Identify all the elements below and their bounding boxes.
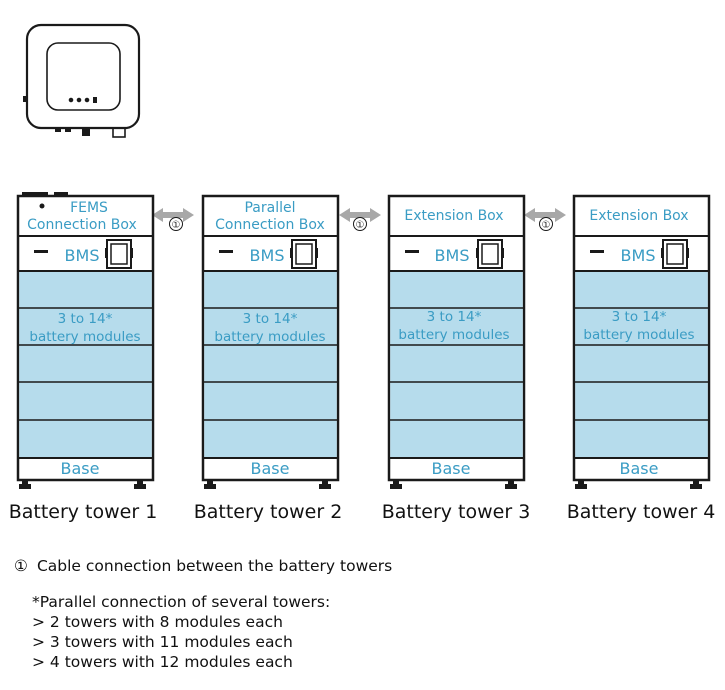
bms-display-icon — [105, 239, 133, 269]
modules-label-line2: battery modules — [214, 329, 325, 345]
battery-modules — [19, 272, 152, 458]
bms-display-icon — [290, 239, 318, 269]
svg-text:①: ① — [356, 220, 365, 231]
top-box-label: Extension Box — [589, 208, 688, 224]
bms-label: BMS — [621, 246, 656, 265]
base-label: Base — [251, 459, 290, 478]
tower-feet — [204, 480, 331, 489]
tower-name-2: Battery tower 2 — [194, 501, 343, 523]
base-label: Base — [620, 459, 659, 478]
tower-name-4: Battery tower 4 — [567, 501, 716, 523]
top-box-label-line1: Parallel — [244, 200, 295, 216]
base-label: Base — [432, 459, 471, 478]
modules-label-line2: battery modules — [398, 327, 509, 343]
battery-modules — [575, 272, 708, 458]
tower-name-1: Battery tower 1 — [9, 501, 158, 523]
modules-label-line1: 3 to 14* — [58, 311, 113, 327]
battery-system-diagram: ① ① ① FEMS Connection Box BMS 3 — [9, 23, 716, 523]
cable-connection-1-2: ① — [152, 208, 194, 231]
footnote-line-3: > 4 towers with 12 modules each — [32, 653, 293, 671]
modules-label-line1: 3 to 14* — [427, 309, 482, 325]
tower-feet — [575, 480, 702, 489]
base-label: Base — [61, 459, 100, 478]
battery-modules — [204, 272, 337, 458]
top-box-label-line2: Connection Box — [215, 217, 325, 233]
modules-label-line1: 3 to 14* — [612, 309, 667, 325]
battery-modules — [390, 272, 523, 458]
notes: ① Cable connection between the battery t… — [14, 556, 392, 672]
top-box-label-line2: Connection Box — [27, 217, 137, 233]
svg-text:①: ① — [172, 220, 181, 231]
svg-text:①: ① — [542, 220, 551, 231]
top-box-label-line1: FEMS — [70, 200, 108, 216]
legend-mark: ① — [14, 557, 28, 575]
cable-connection-2-3: ① — [339, 208, 381, 231]
modules-label-line1: 3 to 14* — [243, 311, 298, 327]
legend: ① Cable connection between the battery t… — [14, 556, 392, 576]
top-box-label: Extension Box — [404, 208, 503, 224]
inverter-icon — [23, 23, 141, 138]
footnote-line-1: > 2 towers with 8 modules each — [32, 613, 283, 631]
legend-text: Cable connection between the battery tow… — [36, 557, 393, 575]
footnote-title: *Parallel connection of several towers: — [32, 593, 331, 611]
bms-display-icon — [661, 239, 689, 269]
tower-feet — [390, 480, 517, 489]
battery-tower-1: FEMS Connection Box BMS 3 to 14* battery… — [16, 192, 155, 489]
battery-tower-2: Parallel Connection Box BMS 3 to 14* bat… — [201, 194, 340, 489]
modules-label-line2: battery modules — [29, 329, 140, 345]
tower-name-3: Battery tower 3 — [382, 501, 531, 523]
bms-label: BMS — [250, 246, 285, 265]
bms-label: BMS — [435, 246, 470, 265]
battery-tower-3: Extension Box BMS 3 to 14* battery modul… — [387, 194, 526, 489]
battery-tower-4: Extension Box BMS 3 to 14* battery modul… — [572, 194, 711, 489]
modules-label-line2: battery modules — [583, 327, 694, 343]
tower-feet — [19, 480, 146, 489]
bms-label: BMS — [65, 246, 100, 265]
footnote-line-2: > 3 towers with 11 modules each — [32, 633, 293, 651]
bms-display-icon — [476, 239, 504, 269]
cable-connection-3-4: ① — [524, 208, 566, 231]
